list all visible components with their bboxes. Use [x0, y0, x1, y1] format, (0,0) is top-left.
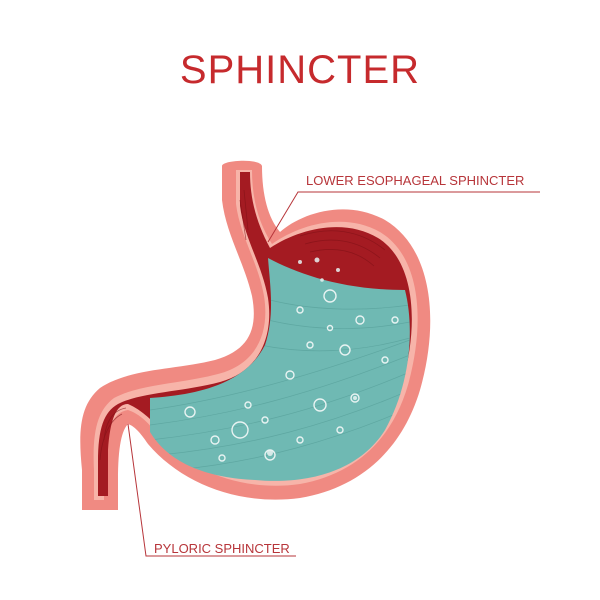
bubble	[298, 260, 302, 264]
bubble	[381, 356, 389, 364]
filled-bubbles	[267, 257, 357, 456]
pyloric-leader-line	[127, 423, 296, 557]
label-lower-esophageal-sphincter: LOWER ESOPHAGEAL SPHINCTER	[306, 173, 525, 188]
bubble	[244, 401, 252, 409]
bubble	[313, 398, 327, 412]
muscle-striations	[99, 189, 386, 461]
bubble	[314, 257, 320, 263]
bubble	[350, 393, 360, 403]
diagram-title: SPHINCTER	[179, 48, 421, 92]
bubble	[296, 436, 304, 444]
bubble	[323, 289, 337, 303]
bubble	[184, 406, 196, 418]
bubble	[353, 396, 357, 400]
bubble	[267, 450, 273, 456]
bubble	[218, 454, 226, 462]
bubble	[261, 416, 269, 424]
les-leader-line	[267, 191, 540, 243]
bubble	[391, 316, 399, 324]
bubble	[285, 370, 295, 380]
bubble	[296, 306, 304, 314]
bubble	[355, 315, 365, 325]
bubble	[231, 421, 249, 439]
bubble	[326, 324, 334, 332]
bubble	[306, 341, 314, 349]
bubble	[320, 278, 324, 282]
bubble	[210, 435, 220, 445]
leader-lines	[127, 191, 540, 557]
fluid-wave-lines	[150, 299, 410, 471]
bubble	[336, 426, 344, 434]
bubble	[336, 268, 340, 272]
gastric-fluid	[150, 258, 410, 481]
label-pyloric-sphincter: PYLORIC SPHINCTER	[154, 541, 290, 556]
bubble	[339, 344, 351, 356]
